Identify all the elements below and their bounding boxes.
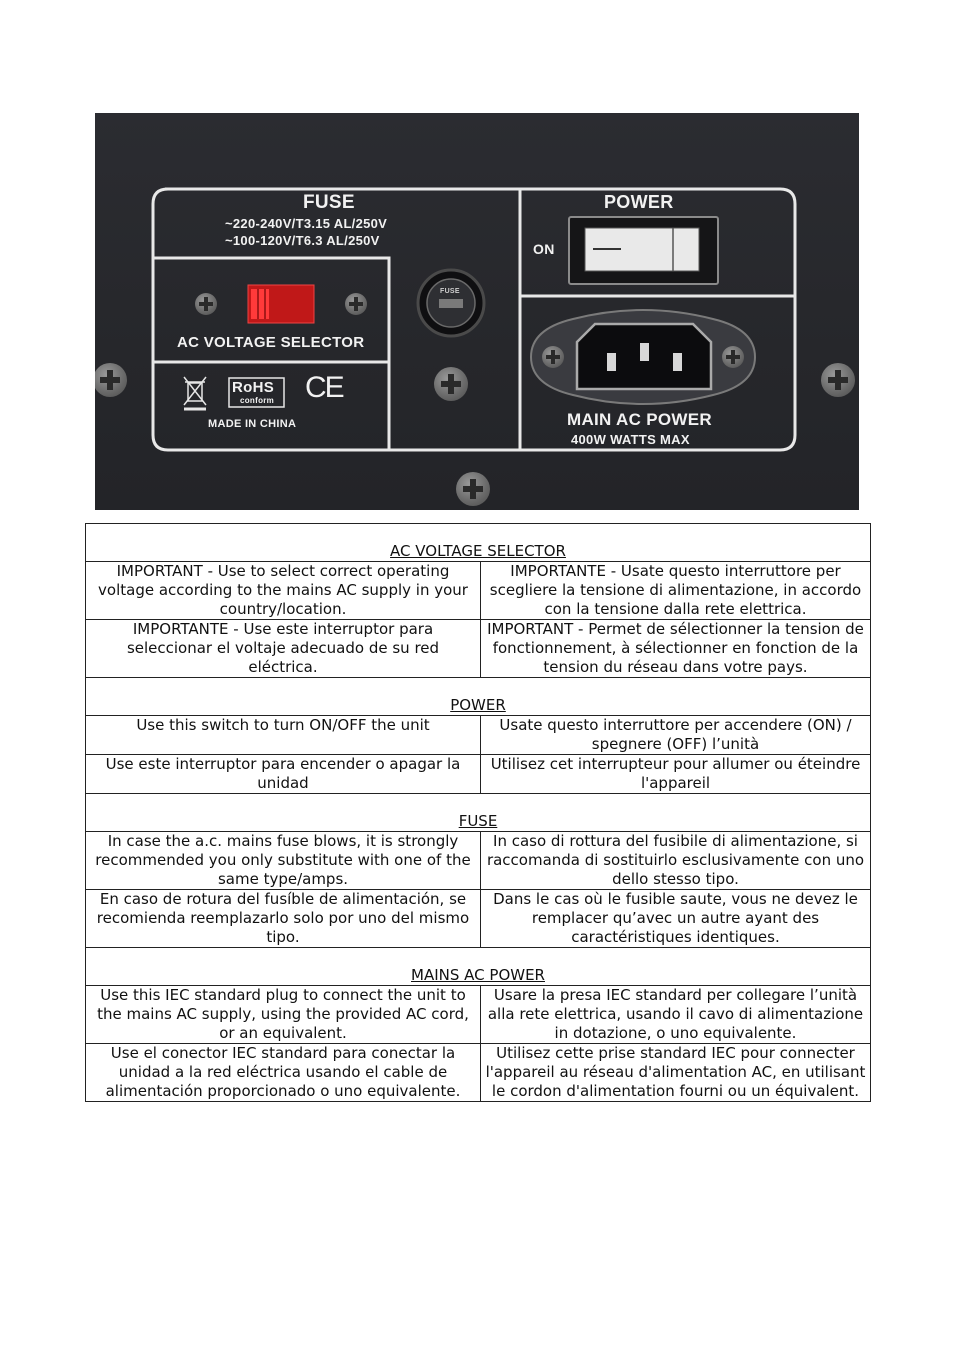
text-italian: In caso di rottura del fusibile di alime… <box>480 831 871 890</box>
screw-icon <box>456 472 490 506</box>
power-title: POWER <box>604 192 674 212</box>
section-title-fuse: FUSE <box>85 793 871 832</box>
section-title-mains-ac-power: MAINS AC POWER <box>85 947 871 986</box>
section-header-row: FUSE <box>85 793 871 832</box>
fuse-rating-230v: ~220-240V/T3.15 AL/250V <box>225 216 388 231</box>
screw-icon <box>821 363 855 397</box>
text-english: Use this switch to turn ON/OFF the unit <box>85 715 481 755</box>
multilingual-description-table: AC VOLTAGE SELECTOR IMPORTANT - Use to s… <box>85 523 871 1102</box>
section-header-row: POWER <box>85 677 871 716</box>
power-on-label: ON <box>533 241 555 257</box>
table-row: IMPORTANTE - Use este interruptor para s… <box>85 619 871 678</box>
section-title-power: POWER <box>85 677 871 716</box>
text-english: In case the a.c. mains fuse blows, it is… <box>85 831 481 890</box>
section-header-row: MAINS AC POWER <box>85 947 871 986</box>
table-row: In case the a.c. mains fuse blows, it is… <box>85 831 871 890</box>
main-ac-power-rating: 400W WATTS MAX <box>571 432 690 447</box>
ac-voltage-selector-label: AC VOLTAGE SELECTOR <box>177 334 365 351</box>
panel-outlines <box>151 187 797 452</box>
section-header-row: AC VOLTAGE SELECTOR <box>85 523 871 562</box>
text-spanish: Use este interruptor para encender o apa… <box>85 754 481 794</box>
screw-icon <box>195 293 217 315</box>
back-panel-photo: FUSE ~220-240V/T3.15 AL/250V ~100-120V/T… <box>95 113 859 510</box>
rohs-conform: conform <box>240 396 275 405</box>
fuse-title: FUSE <box>303 192 355 213</box>
table-row: Use el conector IEC standard para conect… <box>85 1043 871 1102</box>
made-in-label: MADE IN CHINA <box>208 418 297 430</box>
text-french: Utilisez cette prise standard IEC pour c… <box>480 1043 871 1102</box>
text-italian: Usate questo interruttore per accendere … <box>480 715 871 755</box>
text-french: Dans le cas où le fusible saute, vous ne… <box>480 889 871 948</box>
text-spanish: En caso de rotura del fusíble de aliment… <box>85 889 481 948</box>
screw-icon <box>722 346 744 368</box>
screw-icon <box>542 346 564 368</box>
table-row: Use este interruptor para encender o apa… <box>85 754 871 794</box>
text-spanish: IMPORTANTE - Use este interruptor para s… <box>85 619 481 678</box>
text-french: Utilisez cet interrupteur pour allumer o… <box>480 754 871 794</box>
screw-icon <box>95 363 127 397</box>
text-spanish: Use el conector IEC standard para conect… <box>85 1043 481 1102</box>
screw-icon <box>434 367 468 401</box>
section-title-ac-voltage-selector: AC VOLTAGE SELECTOR <box>85 523 871 562</box>
table-row: IMPORTANT - Use to select correct operat… <box>85 561 871 620</box>
rohs-logo: RoHS <box>232 379 275 396</box>
ce-mark: CE <box>305 371 345 404</box>
table-row: Use this IEC standard plug to connect th… <box>85 985 871 1044</box>
fuse-rating-115v: ~100-120V/T6.3 AL/250V <box>225 233 380 248</box>
text-english: Use this IEC standard plug to connect th… <box>85 985 481 1044</box>
text-french: IMPORTANT - Permet de sélectionner la te… <box>480 619 871 678</box>
table-row: Use this switch to turn ON/OFF the unit … <box>85 715 871 755</box>
fuse-holder-label: FUSE <box>440 288 460 295</box>
table-row: En caso de rotura del fusíble de aliment… <box>85 889 871 948</box>
text-italian: IMPORTANTE - Usate questo interruttore p… <box>480 561 871 620</box>
text-italian: Usare la presa IEC standard per collegar… <box>480 985 871 1044</box>
screw-icon <box>345 293 367 315</box>
text-english: IMPORTANT - Use to select correct operat… <box>85 561 481 620</box>
main-ac-power-title: MAIN AC POWER <box>567 410 712 429</box>
